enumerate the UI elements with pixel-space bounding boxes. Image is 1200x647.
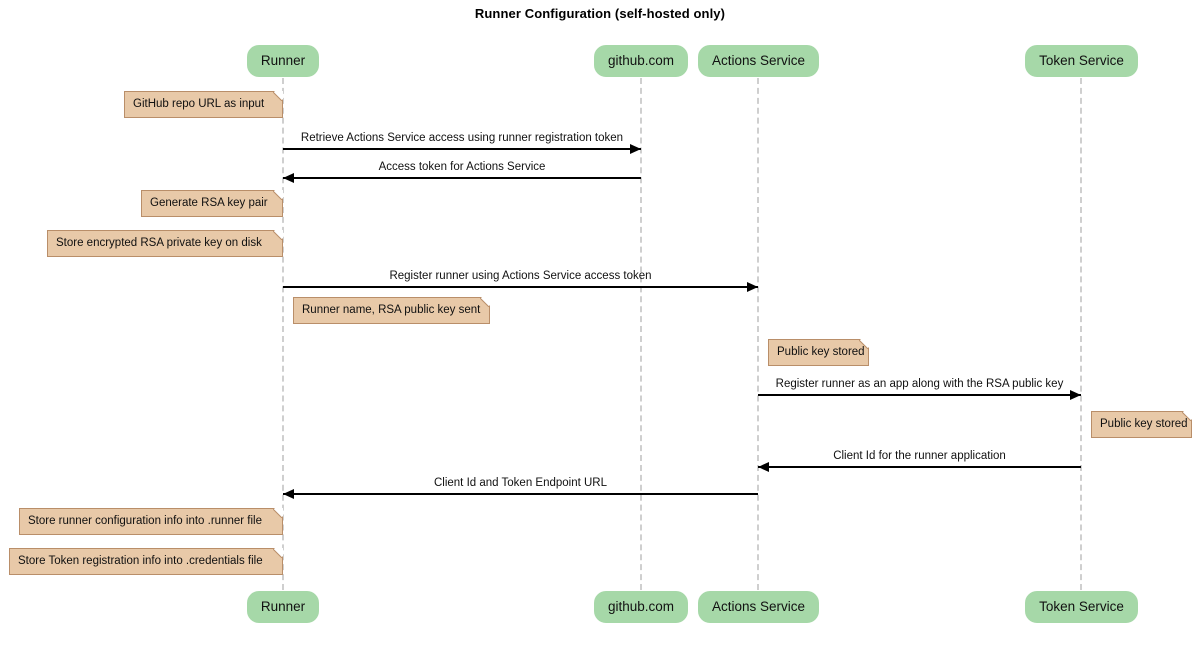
message-label: Retrieve Actions Service access using ru… xyxy=(300,132,624,144)
message-line xyxy=(758,394,1081,396)
page-title: Runner Configuration (self-hosted only) xyxy=(474,6,726,21)
note-fold-corner-icon xyxy=(273,92,282,101)
participant-token-top[interactable]: Token Service xyxy=(1025,45,1138,77)
arrowhead-left xyxy=(758,461,769,472)
lifeline-actions xyxy=(757,78,759,590)
note-store-runner-config: Store runner configuration info into .ru… xyxy=(19,508,283,535)
participant-runner-top[interactable]: Runner xyxy=(247,45,319,77)
participant-runner-bottom[interactable]: Runner xyxy=(247,591,319,623)
lifeline-runner xyxy=(282,78,284,590)
message-label: Register runner as an app along with the… xyxy=(775,378,1064,390)
note-store-encrypted-rsa: Store encrypted RSA private key on disk xyxy=(47,230,283,257)
participant-github-bottom[interactable]: github.com xyxy=(594,591,688,623)
message-label: Client Id and Token Endpoint URL xyxy=(433,477,608,489)
note-generate-rsa: Generate RSA key pair xyxy=(141,190,283,217)
participant-actions-top[interactable]: Actions Service xyxy=(698,45,819,77)
message-label: Register runner using Actions Service ac… xyxy=(389,270,652,282)
note-runner-name-rsa: Runner name, RSA public key sent xyxy=(293,297,490,324)
participant-github-top[interactable]: github.com xyxy=(594,45,688,77)
participant-token-bottom[interactable]: Token Service xyxy=(1025,591,1138,623)
note-fold-corner-icon xyxy=(859,340,868,349)
arrowhead-left xyxy=(283,172,294,183)
lifeline-github xyxy=(640,78,642,590)
note-fold-corner-icon xyxy=(273,191,282,200)
note-public-key-stored-token: Public key stored xyxy=(1091,411,1192,438)
message-line xyxy=(758,466,1081,468)
arrowhead-right xyxy=(1070,389,1081,400)
message-line xyxy=(283,286,758,288)
note-fold-corner-icon xyxy=(273,231,282,240)
message-label: Client Id for the runner application xyxy=(833,450,1006,462)
message-line xyxy=(283,177,641,179)
message-line xyxy=(283,148,641,150)
note-fold-corner-icon xyxy=(273,509,282,518)
participant-actions-bottom[interactable]: Actions Service xyxy=(698,591,819,623)
note-fold-corner-icon xyxy=(273,549,282,558)
arrowhead-left xyxy=(283,488,294,499)
note-github-repo-url: GitHub repo URL as input xyxy=(124,91,283,118)
arrowhead-right xyxy=(630,143,641,154)
note-store-token-registration: Store Token registration info into .cred… xyxy=(9,548,283,575)
note-fold-corner-icon xyxy=(1182,412,1191,421)
note-fold-corner-icon xyxy=(480,298,489,307)
arrowhead-right xyxy=(747,281,758,292)
note-public-key-stored-actions: Public key stored xyxy=(768,339,869,366)
message-line xyxy=(283,493,758,495)
lifeline-token xyxy=(1080,78,1082,590)
message-label: Access token for Actions Service xyxy=(378,161,546,173)
